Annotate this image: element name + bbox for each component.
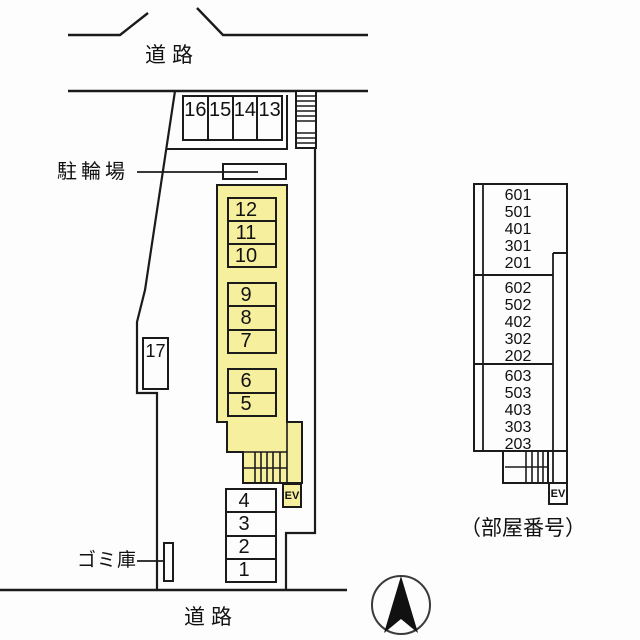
- room-402: 402: [504, 314, 532, 331]
- hatched-strip-rungs: [296, 95, 316, 144]
- parking-space-17: 17: [142, 337, 169, 390]
- parking-space-15: 15: [206, 97, 232, 139]
- parking-group-bottom: 4 3 2 1: [225, 488, 277, 583]
- parking-row-enclosure: [166, 95, 288, 150]
- room-chart-outline: [473, 183, 568, 452]
- room-201: 201: [504, 255, 532, 272]
- parking-group-middle: 9 8 7: [227, 282, 277, 354]
- parking-space-5: 5: [229, 391, 275, 416]
- room-601: 601: [504, 187, 532, 204]
- hatched-strip: [295, 90, 317, 149]
- room-chart-caption: （部屋番号）: [460, 517, 586, 540]
- parking-space-2: 2: [227, 534, 275, 558]
- north-arrow-icon: [371, 575, 431, 635]
- room-603: 603: [504, 368, 532, 385]
- parking-space-9: 9: [240, 283, 252, 306]
- parking-group-lower: 6 5: [227, 368, 277, 417]
- parking-space-3: 3: [227, 511, 275, 534]
- road-top-upper-edge-right: [196, 7, 368, 37]
- garbage-store-label: ゴミ庫: [77, 550, 138, 571]
- room-503: 503: [504, 385, 532, 402]
- parking-space-11: 11: [229, 220, 275, 243]
- right-boundary: [284, 91, 317, 590]
- road-top-upper-edge: [68, 12, 149, 37]
- room-602: 602: [504, 280, 532, 297]
- room-302: 302: [504, 331, 532, 348]
- room-stack-3: 603 503 403 303 203: [483, 368, 553, 453]
- room-502: 502: [504, 297, 532, 314]
- site-elevator-label: EV: [284, 489, 300, 502]
- parking-row-top: 16 15 14 13: [182, 95, 283, 141]
- parking-space-16: 16: [184, 99, 207, 121]
- left-boundary: [135, 90, 177, 590]
- room-501: 501: [504, 204, 532, 221]
- road-label-bottom: 道路: [184, 606, 238, 629]
- parking-space-12: 12: [234, 198, 258, 221]
- room-chart-lines: [474, 184, 568, 484]
- bicycle-parking-label: 駐輪場: [57, 161, 129, 183]
- parking-space-6: 6: [240, 369, 252, 392]
- parking-space-17-label: 17: [145, 341, 166, 361]
- room-chart-elevator-box: EV: [548, 482, 568, 505]
- garbage-store-area: [163, 542, 174, 582]
- building-footprint: [216, 184, 303, 484]
- road-label-top: 道路: [145, 44, 199, 67]
- building-entrance-stairs: [227, 422, 288, 483]
- parking-space-14: 14: [231, 97, 257, 139]
- parking-space-8: 8: [229, 305, 275, 328]
- room-401: 401: [504, 221, 532, 238]
- room-203: 203: [504, 436, 532, 453]
- room-stack-1: 601 501 401 301 201: [483, 187, 553, 272]
- parking-space-1: 1: [227, 557, 275, 581]
- room-403: 403: [504, 402, 532, 419]
- room-303: 303: [504, 419, 532, 436]
- room-stack-2: 602 502 402 302 202: [483, 280, 553, 365]
- bicycle-parking-area: [222, 163, 287, 180]
- parking-group-upper: 12 11 10: [227, 197, 277, 268]
- room-202: 202: [504, 348, 532, 365]
- site-elevator-box: EV: [282, 483, 302, 508]
- parking-space-7: 7: [229, 328, 275, 352]
- parking-space-13: 13: [256, 97, 281, 139]
- room-chart-elevator-label: EV: [550, 487, 566, 500]
- room-301: 301: [504, 238, 532, 255]
- parking-space-10: 10: [229, 243, 275, 266]
- parking-space-4: 4: [238, 489, 250, 512]
